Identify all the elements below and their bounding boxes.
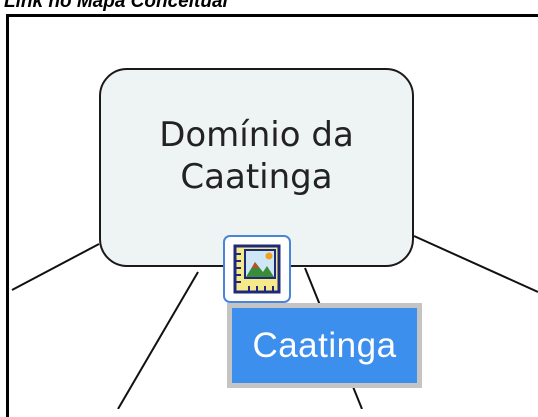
connector-lower-left (117, 271, 199, 409)
concept-node-label-line-2: Caatinga (180, 156, 333, 197)
attachment-tooltip: Caatinga (227, 303, 422, 388)
page-caption: Link no Mapa Conceitual (4, 0, 228, 12)
concept-node-dominio-da-caatinga[interactable]: Domínio da Caatinga (99, 68, 414, 267)
image-attachment-icon-graphic (233, 244, 281, 294)
connector-right (413, 235, 538, 293)
concept-node-label: Domínio da Caatinga (137, 114, 377, 198)
image-attachment-icon[interactable] (223, 235, 291, 303)
concept-node-label-line-1: Domínio da (159, 114, 354, 155)
attachment-tooltip-text: Caatinga (252, 325, 397, 365)
connector-left (11, 243, 100, 291)
